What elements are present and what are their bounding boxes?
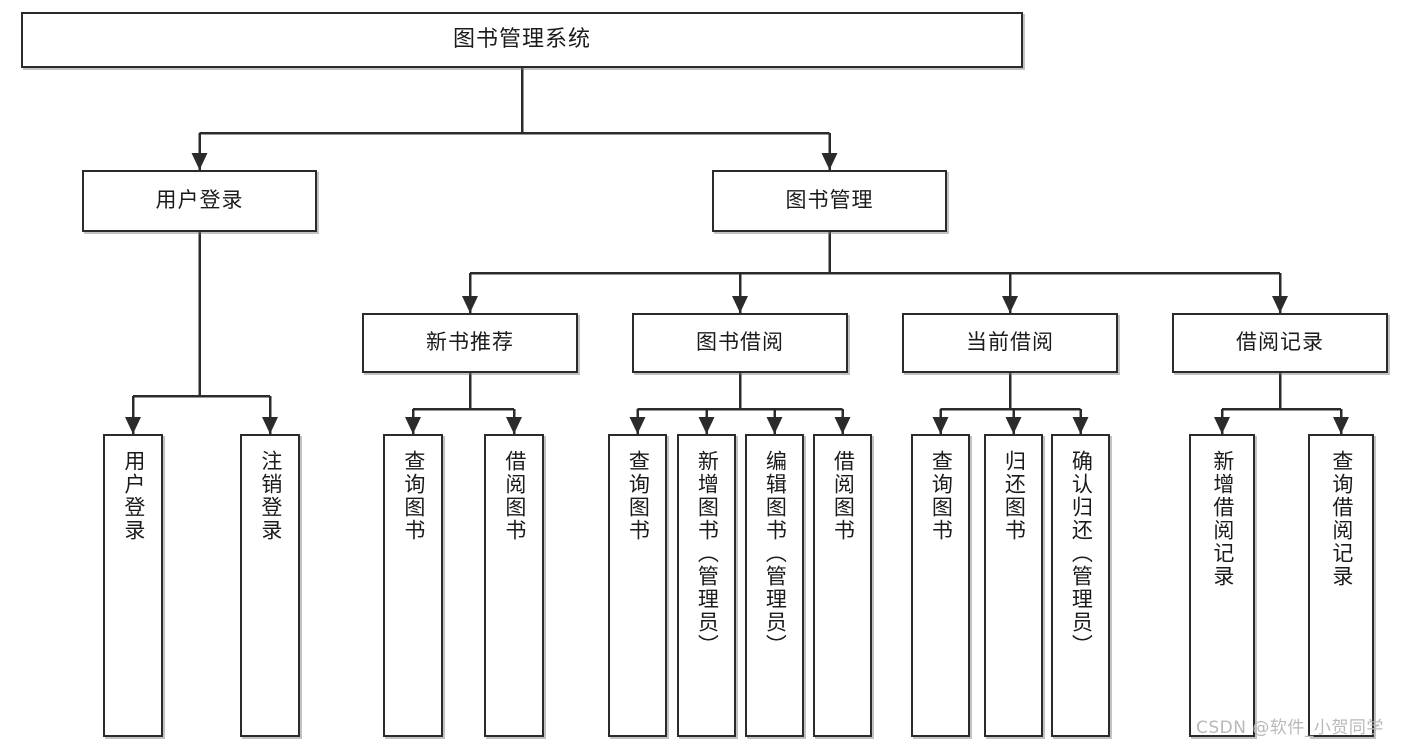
node-label: 编辑图书（管理员） xyxy=(763,450,788,657)
node-label: 新书推荐 xyxy=(426,330,514,355)
node-label: 注销登录 xyxy=(258,450,283,542)
leaf-record-add[interactable]: 新增借阅记录 xyxy=(1189,434,1255,737)
node-label: 查询图书 xyxy=(929,450,954,542)
node-label: 借阅图书 xyxy=(502,450,527,542)
node-label: 新增借阅记录 xyxy=(1210,450,1235,588)
node-label: 借阅图书 xyxy=(831,450,856,542)
node-book-management[interactable]: 图书管理 xyxy=(712,170,947,232)
node-book-borrowing[interactable]: 图书借阅 xyxy=(632,313,848,373)
node-label: 图书借阅 xyxy=(696,330,784,355)
leaf-borrow-edit-book[interactable]: 编辑图书（管理员） xyxy=(745,434,804,737)
node-label: 图书管理系统 xyxy=(452,26,591,52)
node-label: 新增图书（管理员） xyxy=(695,450,720,657)
leaf-current-query-book[interactable]: 查询图书 xyxy=(911,434,970,737)
node-label: 借阅记录 xyxy=(1236,330,1324,355)
node-label: 用户登录 xyxy=(121,450,146,542)
node-new-book-recommendation[interactable]: 新书推荐 xyxy=(362,313,578,373)
node-user-login[interactable]: 用户登录 xyxy=(82,170,317,232)
leaf-borrow-add-book[interactable]: 新增图书（管理员） xyxy=(677,434,736,737)
node-root-system[interactable]: 图书管理系统 xyxy=(21,12,1023,68)
node-borrowing-records[interactable]: 借阅记录 xyxy=(1172,313,1388,373)
node-label: 图书管理 xyxy=(785,188,874,213)
node-label: 查询借阅记录 xyxy=(1329,450,1354,588)
leaf-new-book-borrow[interactable]: 借阅图书 xyxy=(484,434,544,737)
node-label: 归还图书 xyxy=(1002,450,1027,542)
leaf-borrow-query-book[interactable]: 查询图书 xyxy=(608,434,667,737)
node-label: 查询图书 xyxy=(401,450,426,542)
leaf-user-login[interactable]: 用户登录 xyxy=(103,434,163,737)
node-label: 确认归还（管理员） xyxy=(1069,450,1094,657)
leaf-current-confirm-return[interactable]: 确认归还（管理员） xyxy=(1051,434,1110,737)
node-current-borrowing[interactable]: 当前借阅 xyxy=(902,313,1118,373)
leaf-logout[interactable]: 注销登录 xyxy=(240,434,300,737)
node-label: 用户登录 xyxy=(155,188,244,213)
leaf-new-book-query[interactable]: 查询图书 xyxy=(383,434,443,737)
leaf-current-return-book[interactable]: 归还图书 xyxy=(984,434,1043,737)
leaf-record-query[interactable]: 查询借阅记录 xyxy=(1308,434,1374,737)
leaf-borrow-borrow-book[interactable]: 借阅图书 xyxy=(813,434,872,737)
node-label: 查询图书 xyxy=(626,450,651,542)
node-label: 当前借阅 xyxy=(966,330,1054,355)
watermark-label: CSDN @软件_小贺同学 xyxy=(1196,718,1384,738)
